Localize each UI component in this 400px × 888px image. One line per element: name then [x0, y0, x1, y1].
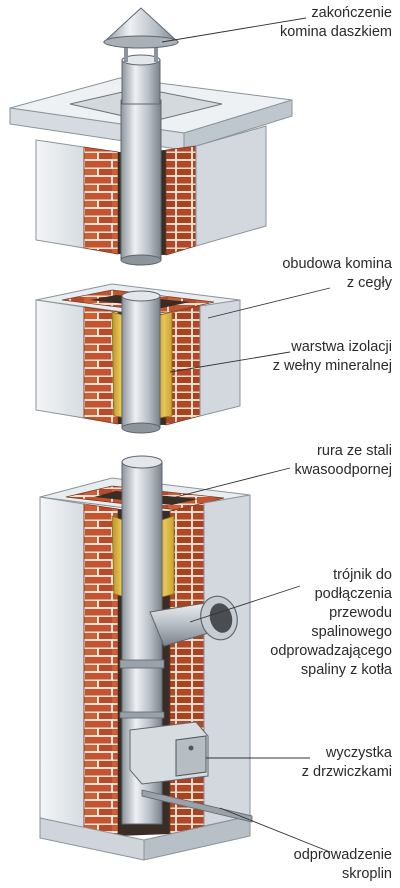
label-cap: zakończenie komina daszkiem [280, 4, 392, 42]
leader-pipe [163, 467, 291, 501]
cap-support-right [154, 40, 158, 62]
label-cleanout-line-1: wyczystka [325, 745, 392, 761]
top-block-left-bricks [83, 146, 119, 255]
label-insulation: warstwa izolacji z wełny mineralnej [273, 338, 392, 376]
label-tee-line-4: spalinowego [311, 624, 392, 640]
concrete-cap-slab-side [183, 99, 293, 151]
bottom-chimney-section [39, 455, 253, 861]
mid-flue-pipe-top [121, 290, 161, 302]
cleanout-door-knob-icon [188, 745, 194, 751]
leader-casing [207, 287, 331, 319]
label-tee-line-2: podłączenia [314, 586, 392, 602]
label-casing-line-2: z cegły [346, 275, 392, 291]
bottom-block-right-concrete [203, 494, 251, 827]
label-tee-line-6: spaliny z kotła [300, 662, 392, 678]
bottom-block-right-bricks [169, 502, 205, 835]
mid-block-left-concrete [35, 299, 85, 419]
pipe-joint-1 [119, 659, 165, 669]
label-pipe-line-2: kwasoodpornej [294, 462, 392, 478]
label-drain-line-2: skroplin [342, 866, 392, 882]
top-block-right-bricks [165, 145, 197, 256]
bottom-base-side [143, 815, 251, 861]
top-flue-pipe [120, 99, 162, 261]
label-cap-line-2: komina daszkiem [279, 24, 392, 40]
pipe-joint-2 [119, 711, 165, 719]
mid-flue-pipe-end [121, 422, 161, 434]
tee-branch-inner [209, 603, 233, 633]
top-block-right-concrete [195, 125, 267, 247]
middle-chimney-section [35, 283, 241, 434]
top-flue-pipe-end [120, 254, 162, 266]
label-insulation-line-2: z wełny mineralnej [272, 358, 392, 374]
cap-support-left [124, 40, 128, 62]
label-cleanout-line-2: z drzwiczkami [301, 764, 392, 780]
top-chimney-section [9, 7, 293, 266]
label-casing: obudowa komina z cegły [282, 255, 392, 293]
leader-drain [219, 807, 331, 853]
label-cap-line-1: zakończenie [311, 5, 392, 21]
bottom-flue-pipe-top [121, 455, 163, 469]
label-drain-line-1: odprowadzenie [293, 847, 392, 863]
label-pipe-line-1: rura ze stali [317, 443, 392, 459]
leader-insulation [169, 351, 291, 373]
label-casing-line-1: obudowa komina [282, 256, 392, 272]
mid-flue-pipe [121, 295, 161, 429]
condensate-drain-pipe [141, 789, 253, 823]
cap-collar-ring [121, 54, 161, 66]
leader-lines [161, 17, 331, 853]
leader-cap [161, 17, 307, 43]
label-pipe: rura ze stali kwasoodpornej [294, 442, 392, 480]
rain-cap-rim [103, 35, 179, 49]
top-block-left-concrete [35, 139, 85, 249]
label-tee: trójnik do podłączenia przewodu spalinow… [270, 566, 392, 680]
label-drain: odprowadzenie skroplin [294, 846, 392, 884]
label-tee-line-3: przewodu [329, 605, 392, 621]
cleanout-door [175, 735, 207, 777]
cap-collar [121, 59, 161, 105]
mid-block-right-concrete [199, 299, 241, 417]
label-tee-line-1: trójnik do [333, 567, 392, 583]
label-tee-line-5: odprowadzającego [270, 643, 392, 659]
label-insulation-line-1: warstwa izolacji [291, 339, 392, 355]
label-cleanout: wyczystka z drzwiczkami [302, 744, 392, 782]
leader-tee [189, 585, 301, 623]
bottom-block-left-concrete [39, 496, 85, 829]
